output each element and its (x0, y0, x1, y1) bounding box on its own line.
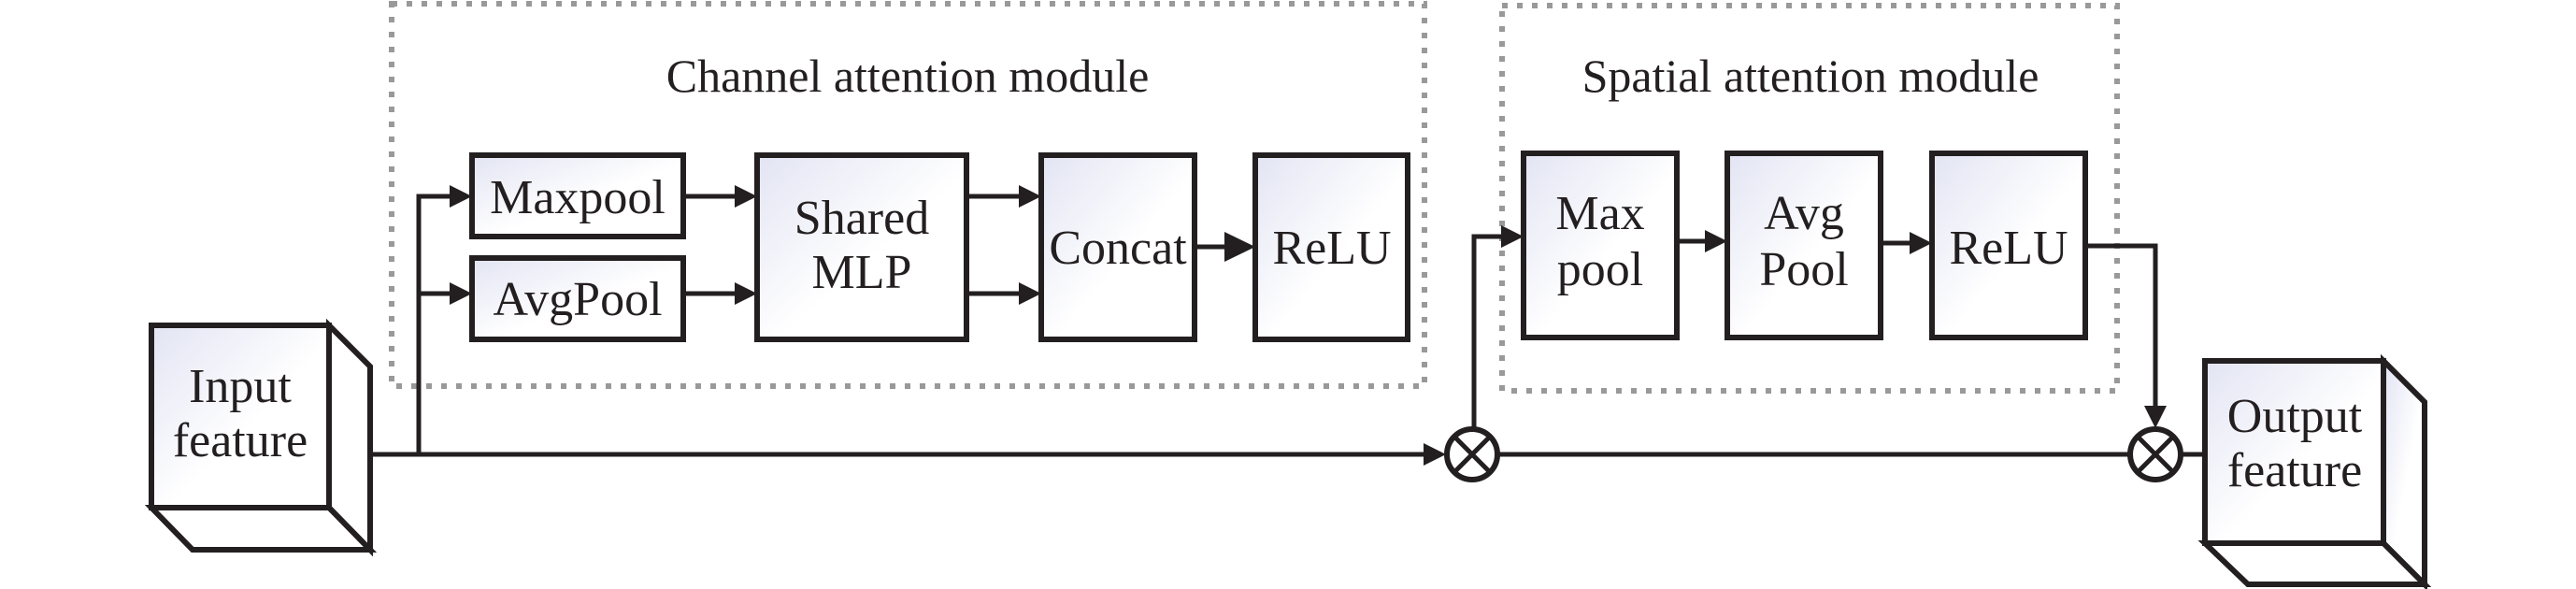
multiply-operator-1 (1444, 426, 1500, 482)
arrowhead-into-spatial-relu (1910, 232, 1932, 254)
arrowhead-into-mlp-bottom (735, 282, 757, 305)
concat-label: Concat (1049, 222, 1187, 275)
output-feature-label-line1: Output (2227, 390, 2363, 443)
spatial-relu-to-mult2-line (2085, 243, 2158, 406)
channel-attention-module-frame (389, 1, 1427, 389)
spatial-maxpool-block: Max pool (1521, 151, 1680, 340)
channel-avgpool-label: AvgPool (493, 273, 662, 326)
arrowhead-into-concat-top (1019, 185, 1041, 208)
arrowhead-into-spatial-maxpool (1501, 225, 1524, 248)
channel-maxpool-block: Maxpool (469, 152, 686, 239)
spatial-attention-module-frame (1499, 3, 2120, 394)
shared-mlp-label-line2: MLP (812, 246, 912, 299)
arrowhead-into-mult2 (2144, 406, 2167, 428)
spatial-relu-block: ReLU (1929, 151, 2088, 340)
channel-relu-block: ReLU (1252, 152, 1410, 342)
channel-module-title: Channel attention module (666, 50, 1150, 102)
channel-maxpool-label: Maxpool (490, 171, 665, 224)
input-feature-label-line1: Input (189, 360, 292, 413)
spatial-avgpool-block: Avg Pool (1724, 151, 1883, 340)
spatial-maxpool-label-line1: Max (1555, 187, 1644, 240)
arrowhead-into-spatial-avgpool (1705, 230, 1727, 252)
output-feature-cube: Output feature (2197, 353, 2432, 589)
arrowhead-into-channel-maxpool (450, 185, 472, 208)
concat-block: Concat (1038, 152, 1197, 342)
arrowhead-into-mult1 (1424, 443, 1446, 466)
input-feature-cube: Input feature (144, 318, 378, 557)
input-feature-label-line2: feature (173, 414, 308, 467)
spatial-maxpool-label-line2: pool (1557, 243, 1643, 296)
shared-mlp-label-line1: Shared (794, 192, 929, 245)
spatial-avgpool-label-line2: Pool (1759, 243, 1848, 296)
channel-relu-label: ReLU (1272, 222, 1391, 275)
spatial-module-title: Spatial attention module (1582, 50, 2039, 102)
branch-line-to-channel-pools (370, 194, 450, 457)
shared-mlp-block: Shared MLP (754, 152, 969, 342)
channel-avgpool-block: AvgPool (469, 255, 686, 342)
arrowhead-into-channel-relu (1224, 232, 1255, 262)
mult1-to-spatial-maxpool-line (1471, 234, 1501, 428)
arrowhead-into-concat-bottom (1019, 282, 1041, 305)
spatial-relu-label: ReLU (1949, 222, 2068, 275)
multiply-operator-2 (2127, 426, 2183, 482)
connections (370, 185, 2205, 466)
arrowhead-into-channel-avgpool (450, 282, 472, 305)
arrowhead-into-mlp-top (735, 185, 757, 208)
output-feature-label-line2: feature (2227, 444, 2362, 497)
spatial-avgpool-label-line1: Avg (1764, 187, 1844, 240)
